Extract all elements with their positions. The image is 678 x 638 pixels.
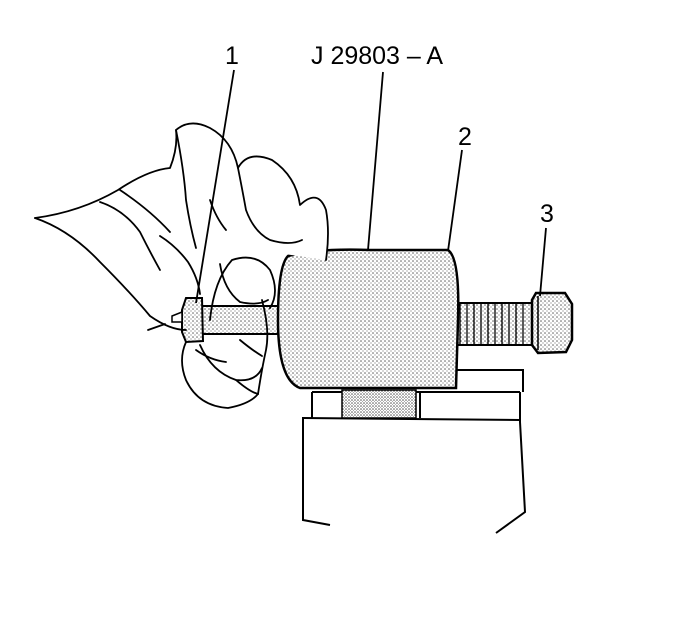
- center-block: [341, 389, 417, 419]
- leader-lines: [195, 69, 547, 304]
- vise-fixture: [302, 369, 527, 534]
- hand-illustration: [34, 122, 329, 409]
- forcing-screw: [451, 302, 539, 346]
- hex-nut: [530, 291, 574, 355]
- pilot-rod: [171, 297, 287, 344]
- callout-3: 3: [540, 200, 554, 228]
- callout-2: 2: [458, 123, 472, 151]
- callout-1: 1: [225, 42, 239, 70]
- tool-number-label: J 29803 – A: [311, 42, 444, 70]
- tool-body: [276, 248, 460, 390]
